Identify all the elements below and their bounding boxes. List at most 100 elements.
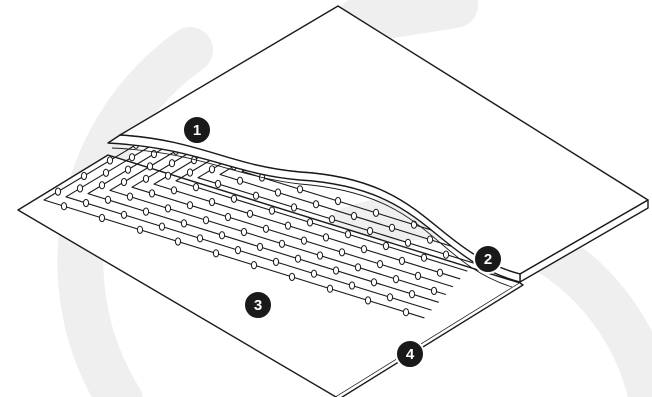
pipe-clip <box>121 211 126 218</box>
pipe-clip <box>371 279 376 286</box>
svg-text:4: 4 <box>406 346 415 363</box>
pipe-clip <box>175 238 180 245</box>
pipe-clip <box>77 185 82 192</box>
pipe-clip <box>333 267 338 274</box>
pipe-clip <box>231 195 236 202</box>
pipe-clip <box>297 186 302 193</box>
pipe-clip <box>251 262 256 269</box>
pipe-clip <box>99 182 104 189</box>
pipe-clip <box>209 198 214 205</box>
pipe-clip <box>323 234 328 241</box>
pipe-clip <box>291 204 296 211</box>
pipe-clip <box>263 225 268 232</box>
pipe-clip <box>137 226 142 233</box>
pipe-clip <box>187 202 192 209</box>
pipe-clip <box>253 192 258 199</box>
pipe-clip <box>127 193 132 200</box>
pipe-clip <box>285 222 290 229</box>
pipe-clip <box>225 213 230 220</box>
pipe-clip <box>187 169 192 176</box>
pipe-clip <box>345 231 350 238</box>
pipe-clip <box>107 157 112 164</box>
pipe-clip <box>197 235 202 242</box>
pipe-clip <box>415 272 420 279</box>
pipe-clip <box>427 236 432 243</box>
pipe-clip <box>311 270 316 277</box>
pipe-clip <box>209 166 214 173</box>
pipe-clip <box>99 214 104 221</box>
pipe-clip <box>171 187 176 194</box>
pipe-clip <box>361 246 366 253</box>
pipe-clip <box>235 247 240 254</box>
pipe-clip <box>257 243 262 250</box>
pipe-clip <box>81 172 86 179</box>
pipe-clip <box>55 188 60 195</box>
pipe-clip <box>247 210 252 217</box>
callout-4: 4 <box>396 340 424 368</box>
pipe-clip <box>373 209 378 216</box>
pipe-clip <box>279 240 284 247</box>
pipe-clip <box>273 258 278 265</box>
pipe-clip <box>399 257 404 264</box>
pipe-clip <box>83 199 88 206</box>
pipe-clip <box>329 216 334 223</box>
pipe-clip <box>307 219 312 226</box>
pipe-clip <box>269 207 274 214</box>
callout-1: 1 <box>183 116 211 144</box>
pipe-clip <box>121 178 126 185</box>
pipe-clip <box>143 175 148 182</box>
pipe-clip <box>301 237 306 244</box>
pipe-clip <box>351 212 356 219</box>
pipe-clip <box>193 184 198 191</box>
pipe-clip <box>275 189 280 196</box>
pipe-clip <box>147 163 152 170</box>
pipe-clip <box>289 273 294 280</box>
pipe-clip <box>393 276 398 283</box>
pipe-clip <box>389 224 394 231</box>
pipe-clip <box>443 251 448 258</box>
callout-3: 3 <box>244 291 272 319</box>
pipe-clip <box>387 294 392 301</box>
pipe-clip <box>159 223 164 230</box>
pipe-clip <box>431 287 436 294</box>
svg-text:1: 1 <box>193 122 201 139</box>
callout-2: 2 <box>474 245 502 273</box>
pipe-clip <box>241 228 246 235</box>
pipe-clip <box>219 232 224 239</box>
pipe-clip <box>125 166 130 173</box>
pipe-clip <box>203 217 208 224</box>
pipe-clip <box>295 255 300 262</box>
pipe-clip <box>237 177 242 184</box>
pipe-clip <box>355 264 360 271</box>
pipe-clip <box>165 172 170 179</box>
svg-text:3: 3 <box>254 297 262 314</box>
pipe-clip <box>149 190 154 197</box>
pipe-clip <box>365 297 370 304</box>
pipe-clip <box>377 261 382 268</box>
pipe-clip <box>421 254 426 261</box>
pipe-clip <box>383 242 388 249</box>
pipe-clip <box>405 239 410 246</box>
pipe-clip <box>143 208 148 215</box>
pipe-clip <box>339 249 344 256</box>
pipe-clip <box>103 169 108 176</box>
pipe-clip <box>61 203 66 210</box>
pipe-clip <box>215 180 220 187</box>
pipe-clip <box>317 252 322 259</box>
pipe-clip <box>213 250 218 257</box>
svg-text:2: 2 <box>484 251 492 268</box>
pipe-clip <box>129 154 134 161</box>
pipe-clip <box>403 309 408 316</box>
pipe-clip <box>335 197 340 204</box>
pipe-clip <box>437 269 442 276</box>
pipe-clip <box>349 282 354 289</box>
pipe-clip <box>169 160 174 167</box>
pipe-clip <box>327 285 332 292</box>
pipe-clip <box>181 220 186 227</box>
pipe-clip <box>313 201 318 208</box>
pipe-clip <box>165 205 170 212</box>
pipe-clip <box>105 196 110 203</box>
pipe-clip <box>367 227 372 234</box>
pipe-clip <box>409 291 414 298</box>
